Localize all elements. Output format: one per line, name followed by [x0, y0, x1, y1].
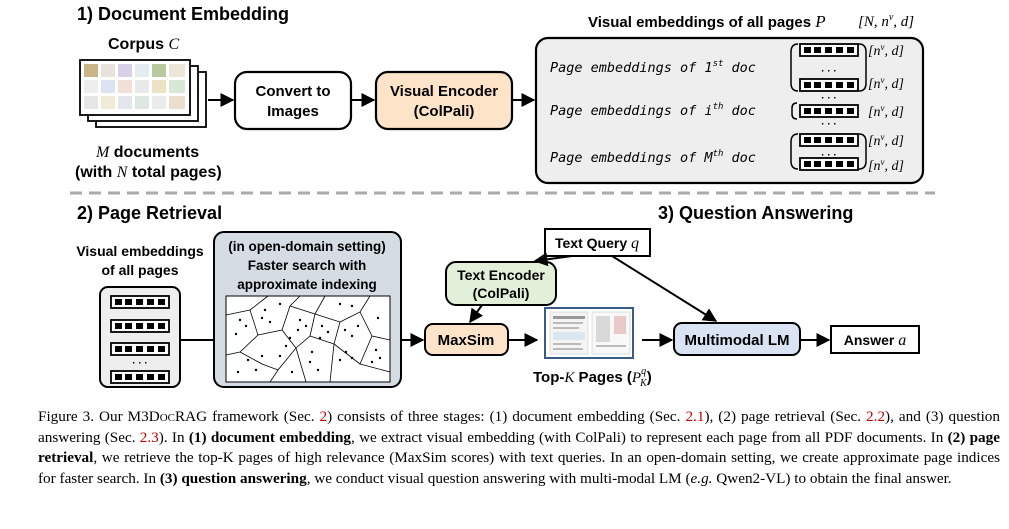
arrow-query-to-encoder: [533, 252, 573, 267]
emb-dots-2b: · · ·: [821, 119, 837, 130]
retrieval-emb-bar-4: [110, 370, 170, 384]
visual-encoder-box: [374, 70, 514, 131]
emb-dots-3: · · ·: [821, 150, 837, 161]
retrieval-embed-box: [99, 286, 181, 388]
emb-dots-1: · · ·: [821, 66, 837, 77]
visual-encoder-label-2: (ColPali): [414, 103, 475, 120]
emb-shape-1a: [nv, d]: [868, 42, 904, 59]
retrieval-emb-bar-1: [110, 295, 170, 309]
open-domain-label-2: Faster search with: [248, 258, 367, 273]
arrow-query-to-lm: [611, 255, 718, 322]
topk-pages-thumbnail: [544, 307, 634, 359]
embedding-bar-3a: [799, 133, 859, 147]
embedding-bar-3b: [799, 157, 859, 171]
text-encoder-label-1: Text Encoder: [457, 267, 545, 283]
convert-label-1: Convert to: [256, 83, 331, 100]
open-domain-label-1: (in open-domain setting): [228, 239, 386, 254]
retrieval-embed-label-1: Visual embeddings: [76, 243, 204, 259]
section-title-embedding: 1) Document Embedding: [77, 4, 289, 24]
text-query-box: [544, 228, 651, 257]
all-pages-embedding-title: Visual embeddings of all pages P: [588, 12, 826, 31]
corpus-label: Corpus C: [108, 36, 179, 53]
embedding-bar-2: [799, 104, 859, 118]
emb-dots-2a: · · ·: [821, 93, 837, 104]
page-row-label-1: Page embeddings of 1st doc: [550, 59, 756, 76]
retrieval-emb-bar-2: [110, 319, 170, 333]
answer-box: [830, 325, 920, 354]
voronoi-cells: [225, 295, 391, 383]
document-stack: [79, 59, 207, 128]
bracket-right-3: [858, 133, 867, 170]
text-encoder-label-2: (ColPali): [473, 285, 530, 301]
section-title-retrieval: 2) Page Retrieval: [77, 203, 222, 223]
voronoi-panel: [225, 295, 391, 383]
multimodal-lm-label: Multimodal LM: [685, 332, 790, 349]
convert-box: [233, 70, 353, 131]
open-domain-label-3: approximate indexing: [237, 277, 377, 292]
retrieval-emb-dots: · · ·: [132, 358, 148, 369]
page-row-label-2: Page embeddings of ith doc: [550, 102, 756, 119]
corpus-docs-label: M documents: [95, 144, 199, 161]
visual-encoder-label-1: Visual Encoder: [390, 83, 498, 100]
convert-label-2: Images: [267, 103, 319, 120]
all-pages-embedding-shape: [N, nv, d]: [858, 12, 914, 30]
bracket-left-1: [790, 43, 799, 92]
embedding-bar-1b: [799, 78, 859, 92]
framework-diagram: 1) Document Embedding Corpus C M documen…: [70, 4, 935, 389]
page-row-label-3: Page embeddings of Mth doc: [550, 149, 756, 166]
embedding-bar-1a: [799, 43, 859, 57]
emb-shape-3a: [nv, d]: [868, 132, 904, 149]
bracket-right-1: [858, 43, 867, 92]
bracket-left-3: [790, 133, 799, 170]
retrieval-embed-label-2: of all pages: [101, 262, 178, 278]
emb-shape-2: [nv, d]: [868, 103, 904, 120]
retrieval-emb-bar-3: [110, 342, 170, 356]
arrow-encoder-to-maxsim: [469, 304, 483, 324]
section-title-qa: 3) Question Answering: [658, 203, 853, 223]
voronoi-points: [234, 302, 382, 374]
emb-shape-1b: [nv, d]: [868, 75, 904, 92]
corpus-pages-label: (with N total pages): [75, 164, 222, 181]
answer-label: Answer a: [844, 332, 906, 349]
figure-caption: Figure 3. Our M3DocRAG framework (Sec. 2…: [38, 408, 1000, 487]
text-query-label: Text Query q: [555, 235, 639, 252]
maxsim-label: MaxSim: [438, 332, 495, 349]
bracket-left-2: [791, 102, 798, 120]
emb-shape-3b: [nv, d]: [868, 157, 904, 174]
text-encoder-box: [445, 261, 557, 306]
